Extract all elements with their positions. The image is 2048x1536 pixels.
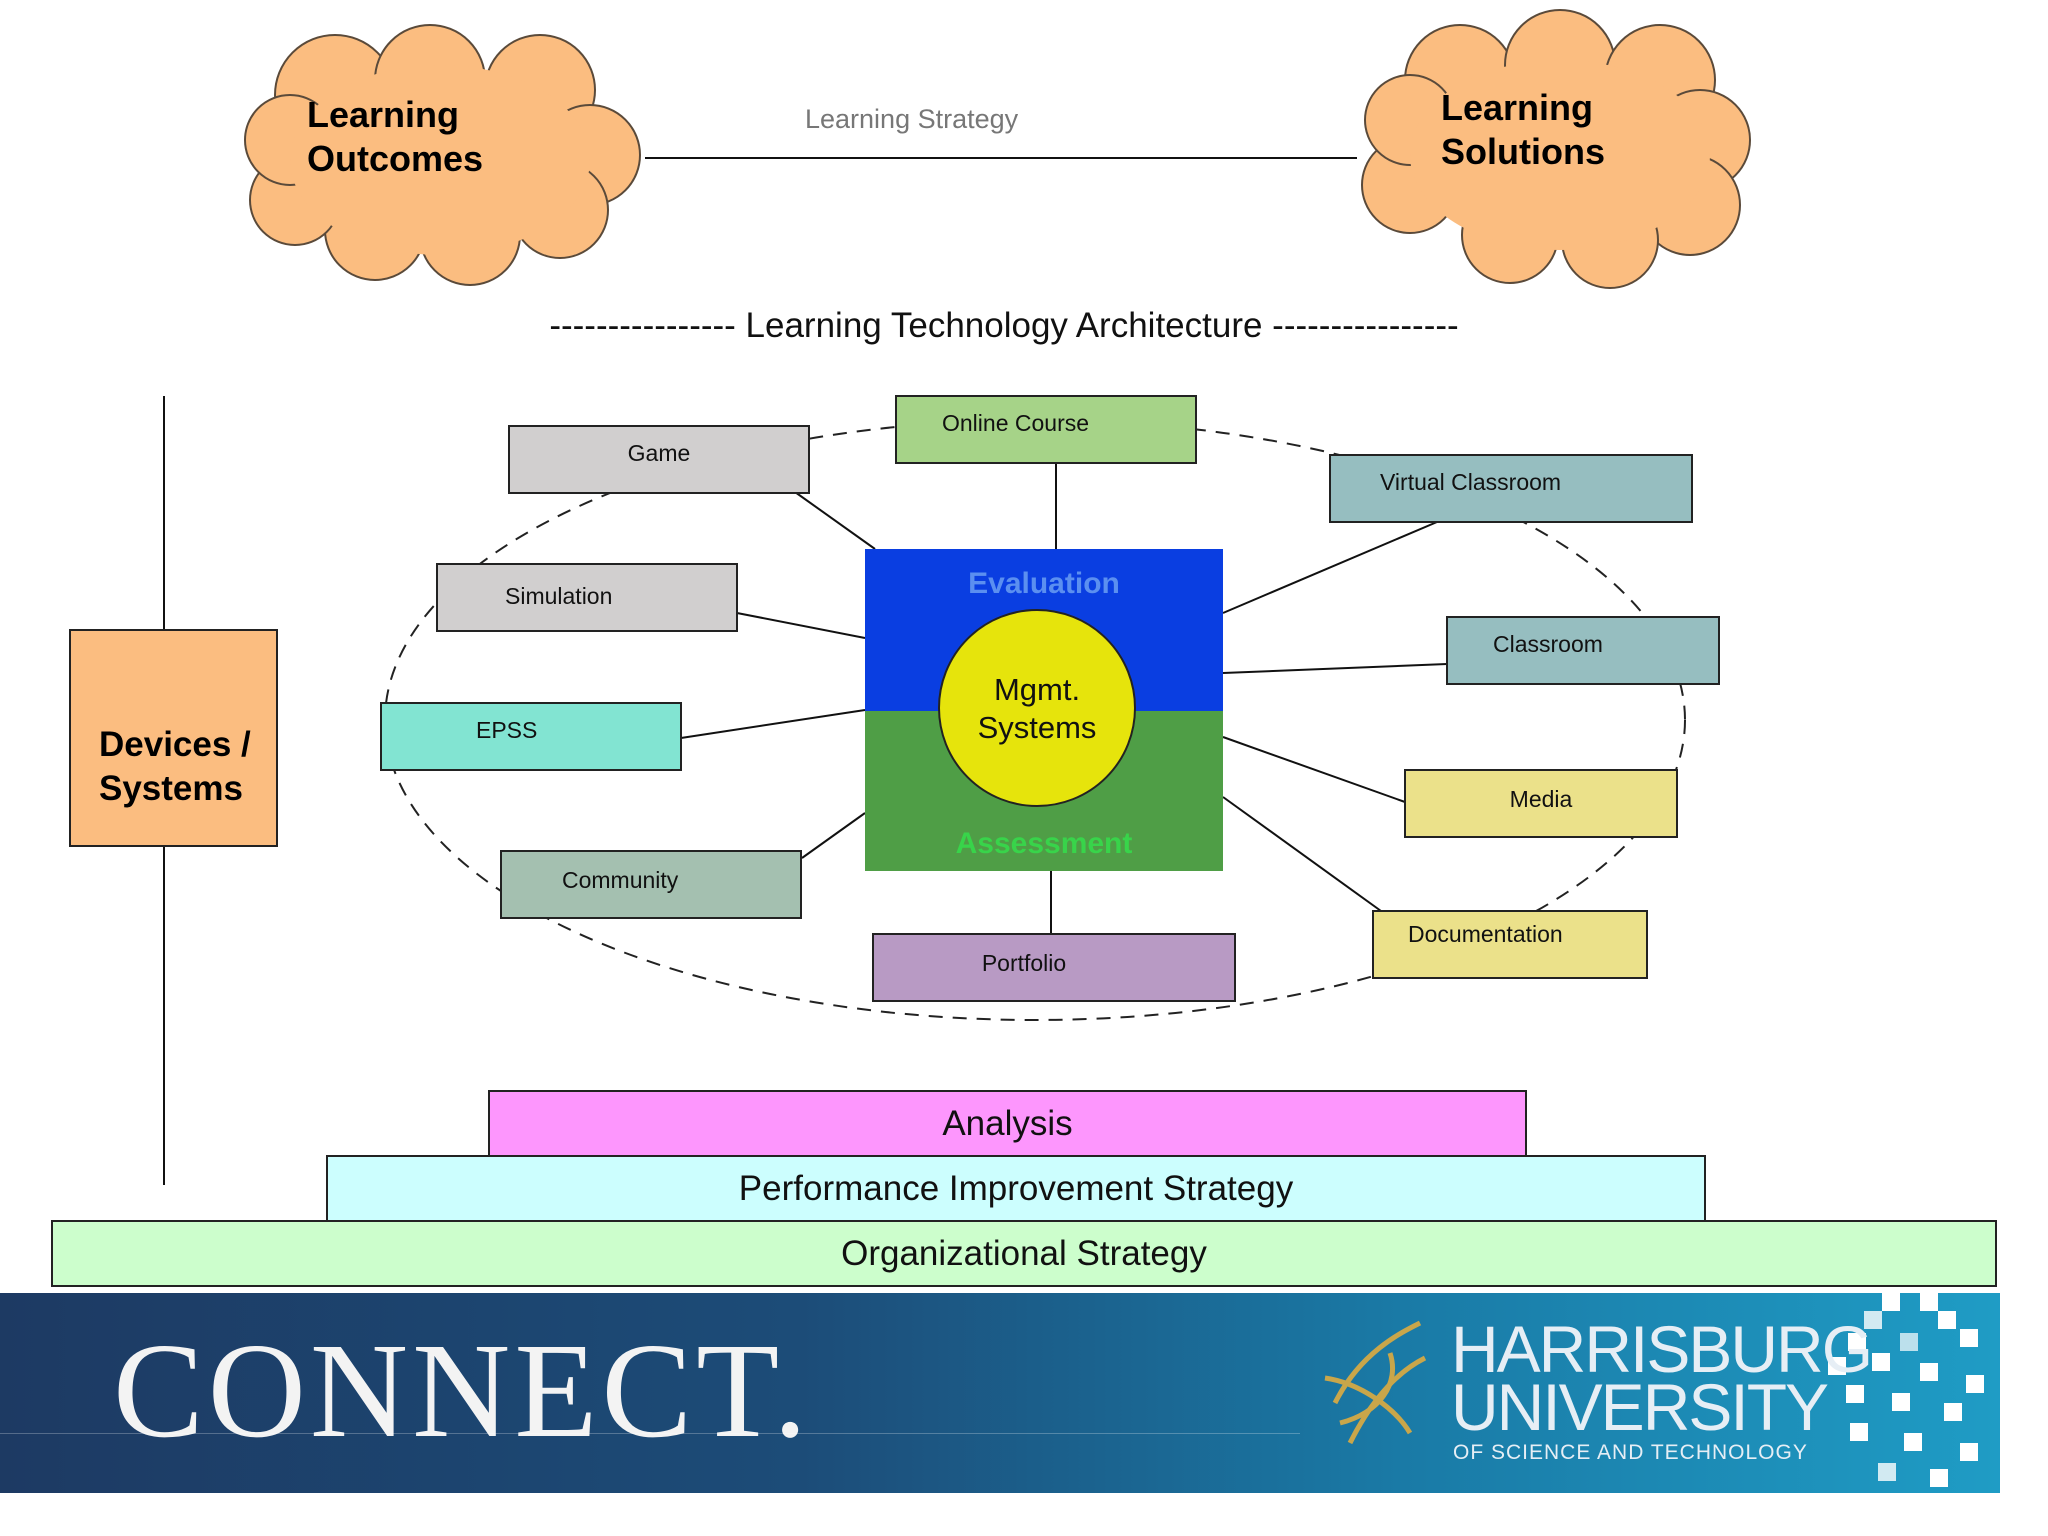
mgmt-line-2: Systems — [977, 710, 1097, 745]
node-classroom: Classroom — [1446, 616, 1720, 685]
right-cloud-line-1: Learning — [1441, 87, 1594, 128]
spokes — [680, 462, 1448, 934]
node-epss: EPSS — [380, 702, 682, 771]
architecture-title: ---------------- Learning Technology Arc… — [549, 306, 1459, 345]
assessment-label: Assessment — [955, 827, 1133, 860]
devices-line-1: Devices / — [99, 725, 251, 764]
university-subtitle: OF SCIENCE AND TECHNOLOGY — [1453, 1441, 1808, 1464]
learning-strategy-label: Learning Strategy — [805, 104, 1019, 134]
node-simulation: Simulation — [436, 563, 738, 632]
node-media: Media — [1404, 769, 1678, 838]
university-emblem — [1324, 1293, 1984, 1487]
university-name-line-1: HARRISBURG — [1451, 1312, 1873, 1386]
evaluation-label: Evaluation — [968, 567, 1120, 600]
right-cloud-line-2: Solutions — [1441, 131, 1605, 172]
node-community: Community — [500, 850, 802, 919]
node-portfolio: Portfolio — [872, 933, 1236, 1002]
node-documentation: Documentation — [1372, 910, 1648, 979]
connect-logo: CONNECT. — [113, 1316, 812, 1466]
devices-systems-box: Devices / Systems — [69, 629, 278, 847]
center-evaluation-assessment: Evaluation Assessment Mgmt. Systems — [865, 549, 1223, 871]
node-online-course: Online Course — [895, 395, 1197, 464]
node-game: Game — [508, 425, 810, 494]
right-cloud-shape — [1361, 9, 1751, 289]
node-virtual-classroom: Virtual Classroom — [1329, 454, 1693, 523]
left-cloud-line-2: Outcomes — [307, 138, 484, 179]
bar-analysis: Analysis — [488, 1090, 1527, 1157]
footer-divider — [0, 1433, 1300, 1434]
left-cloud-line-1: Learning — [307, 94, 460, 135]
mgmt-line-1: Mgmt. — [993, 672, 1081, 707]
university-name-line-2: UNIVERSITY — [1451, 1370, 1829, 1444]
devices-line-2: Systems — [99, 769, 243, 808]
bar-performance-improvement: Performance Improvement Strategy — [326, 1155, 1706, 1222]
left-cloud-shape — [244, 24, 641, 286]
pixel-pattern — [1828, 1293, 1984, 1487]
bar-organizational-strategy: Organizational Strategy — [51, 1220, 1997, 1287]
learning-outcomes-cloud: Learning Outcomes — [307, 93, 483, 181]
mgmt-systems-circle: Mgmt. Systems — [938, 609, 1136, 807]
footer-banner: CONNECT. — [0, 1293, 2000, 1493]
learning-solutions-cloud: Learning Solutions — [1441, 86, 1605, 174]
